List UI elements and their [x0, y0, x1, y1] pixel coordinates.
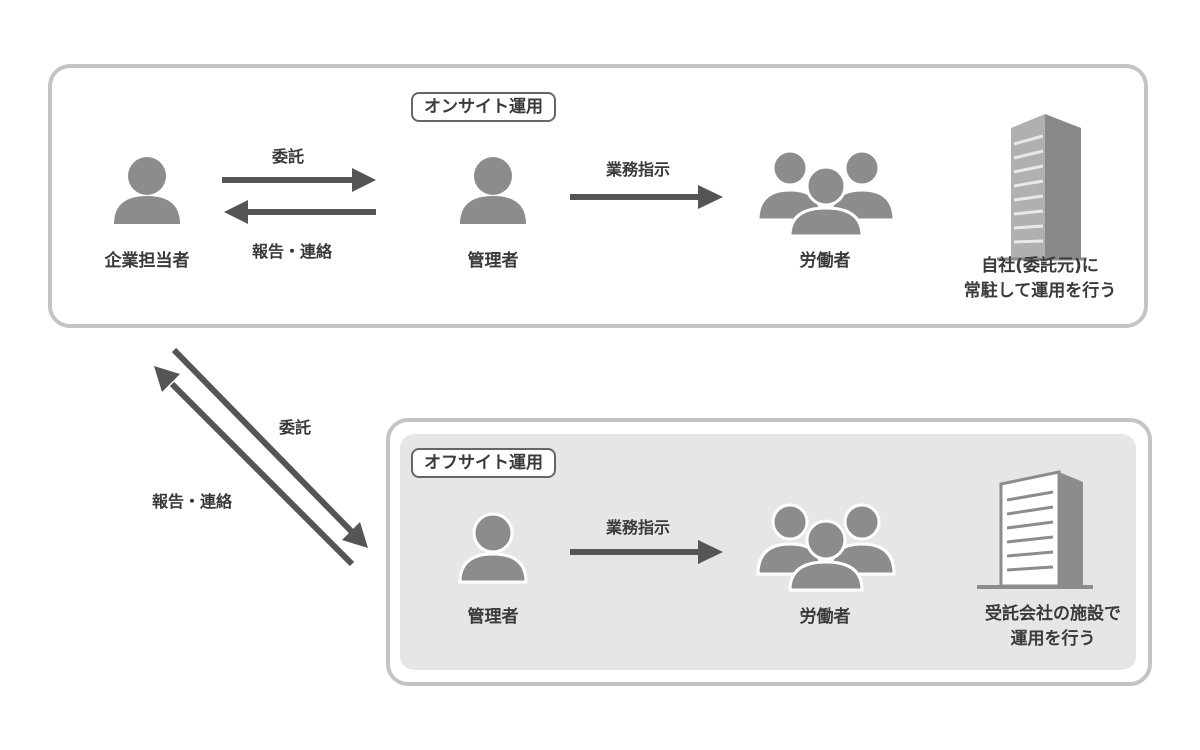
- onsite-building-icon: [997, 114, 1085, 261]
- onsite-delegate-report-arrows: [222, 168, 376, 224]
- onsite-caption-line2: 常駐して運用を行う: [963, 281, 1117, 301]
- onsite-caption-line1: 自社(委託元)に: [981, 256, 1099, 276]
- onsite-tag: オンサイト運用: [411, 92, 556, 122]
- onsite-manager-label: 管理者: [467, 251, 519, 271]
- onsite-caption: 自社(委託元)に 常駐して運用を行う: [940, 254, 1140, 304]
- offsite-caption-line1: 受託会社の施設で: [985, 604, 1121, 624]
- offsite-manager-label: 管理者: [467, 607, 519, 627]
- between-delegate-label: 委託: [279, 418, 312, 437]
- onsite-delegate-label: 委託: [272, 147, 305, 166]
- offsite-tag: オフサイト運用: [411, 448, 556, 478]
- offsite-instruct-label: 業務指示: [606, 518, 671, 537]
- offsite-workers-label: 労働者: [799, 607, 851, 627]
- offsite-caption: 受託会社の施設で 運用を行う: [958, 602, 1148, 652]
- offsite-workers-group-icon: [756, 503, 896, 592]
- offsite-manager-person-icon: [458, 512, 528, 584]
- between-delegate-report-arrows: [154, 347, 368, 567]
- offsite-caption-line2: 運用を行う: [1010, 629, 1096, 649]
- onsite-workers-label: 労働者: [799, 251, 851, 271]
- onsite-instruct-label: 業務指示: [606, 160, 671, 179]
- onsite-workers-group-icon: [756, 149, 896, 238]
- onsite-manager-person-icon: [460, 157, 526, 224]
- offsite-instruct-arrow: [570, 540, 723, 564]
- client-person-icon: [114, 157, 180, 224]
- onsite-instruct-arrow: [570, 185, 723, 209]
- offsite-building-icon: [977, 470, 1093, 589]
- client-label: 企業担当者: [104, 251, 190, 271]
- onsite-report-label: 報告・連絡: [252, 242, 333, 261]
- between-report-label: 報告・連絡: [152, 492, 233, 511]
